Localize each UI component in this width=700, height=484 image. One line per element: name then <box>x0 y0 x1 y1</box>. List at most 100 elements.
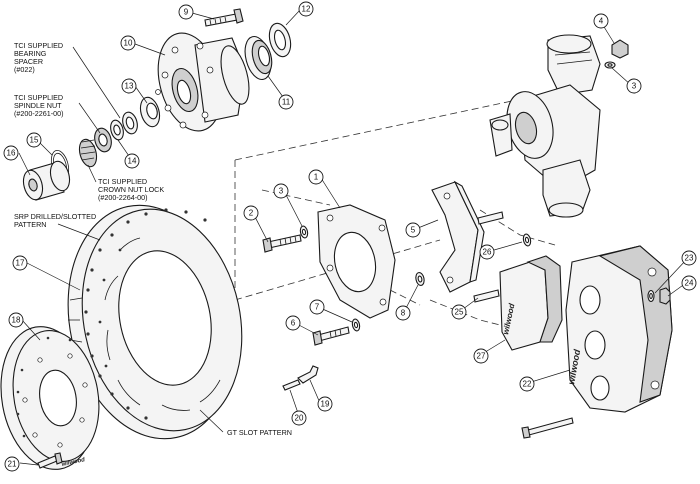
svg-text:(#200-2261-00): (#200-2261-00) <box>14 109 64 118</box>
spacer-and-nut-stack <box>78 111 138 168</box>
svg-text:5: 5 <box>411 226 416 235</box>
brake-pads: wilwood <box>499 255 563 351</box>
svg-text:GT SLOT PATTERN: GT SLOT PATTERN <box>227 428 292 437</box>
spindle-knuckle <box>489 34 601 218</box>
ball-joint-nut <box>611 39 629 59</box>
brake-caliper: wilwood <box>565 245 673 413</box>
caliper-spacer-washer <box>415 272 425 286</box>
svg-text:3: 3 <box>632 82 637 91</box>
svg-text:PATTERN: PATTERN <box>14 220 46 229</box>
svg-text:3: 3 <box>279 187 284 196</box>
svg-text:SPINDLE NUT: SPINDLE NUT <box>14 101 62 110</box>
bracket-washer-upper <box>299 225 309 239</box>
svg-text:25: 25 <box>455 308 464 317</box>
caliper-mounting-bracket <box>431 180 504 303</box>
svg-text:17: 17 <box>16 259 25 268</box>
hat-brand-mark: wilwood <box>61 457 86 468</box>
callout-27: 27 <box>473 348 489 364</box>
callout-26: 26 <box>479 244 495 260</box>
svg-text:21: 21 <box>8 460 17 469</box>
svg-text:8: 8 <box>401 309 406 318</box>
svg-text:4: 4 <box>599 17 604 26</box>
callout-3-knuckle: 3 <box>626 78 642 94</box>
svg-text:TCI SUPPLIED: TCI SUPPLIED <box>14 41 63 50</box>
caliper-washer <box>647 289 655 303</box>
callout-5: 5 <box>405 222 421 238</box>
svg-text:24: 24 <box>685 279 694 288</box>
svg-text:11: 11 <box>282 98 291 107</box>
stud-washer <box>522 233 532 247</box>
svg-text:6: 6 <box>291 319 296 328</box>
callout-7: 7 <box>309 299 325 315</box>
callout-19: 19 <box>317 396 333 412</box>
rotor-hat: wilwood <box>0 326 100 470</box>
svg-text:CROWN NUT LOCK: CROWN NUT LOCK <box>98 185 164 194</box>
caliper-nut <box>659 287 671 305</box>
svg-text:16: 16 <box>7 149 16 158</box>
note-gt-slot-pattern: GT SLOT PATTERN <box>227 428 292 437</box>
callout-4: 4 <box>593 13 609 29</box>
svg-text:9: 9 <box>184 8 189 17</box>
callout-13: 13 <box>121 78 137 94</box>
svg-text:TCI SUPPLIED: TCI SUPPLIED <box>14 93 63 102</box>
wheel-hub <box>155 32 250 132</box>
hat-bolt <box>37 452 63 469</box>
svg-text:13: 13 <box>125 82 134 91</box>
svg-text:BEARING: BEARING <box>14 49 47 58</box>
callout-3-bracket: 3 <box>273 183 289 199</box>
svg-text:27: 27 <box>477 352 486 361</box>
callout-6: 6 <box>285 315 301 331</box>
svg-text:26: 26 <box>483 248 492 257</box>
caliper-cross-bolt <box>521 417 574 439</box>
callout-15: 15 <box>26 132 42 148</box>
callout-23: 23 <box>681 250 697 266</box>
svg-text:10: 10 <box>124 39 133 48</box>
svg-text:23: 23 <box>685 254 694 263</box>
note-spindle-nut: TCI SUPPLIED SPINDLE NUT (#200-2261-00) <box>14 93 64 118</box>
callout-1: 1 <box>308 169 324 185</box>
wheel-stud-bolt <box>204 8 244 27</box>
bracket-bolt-upper <box>262 234 302 253</box>
dust-cap <box>22 160 71 201</box>
callout-14: 14 <box>124 153 140 169</box>
bleeder-screw <box>297 365 319 384</box>
callout-8: 8 <box>395 305 411 321</box>
svg-text:7: 7 <box>315 303 320 312</box>
rotor-drill-holes <box>84 208 207 420</box>
svg-text:SPACER: SPACER <box>14 57 43 66</box>
callout-20: 20 <box>291 410 307 426</box>
svg-text:22: 22 <box>523 380 532 389</box>
cotter-pin <box>282 379 301 391</box>
callout-11: 11 <box>278 94 294 110</box>
svg-text:18: 18 <box>12 316 21 325</box>
note-srp-pattern: SRP DRILLED/SLOTTED PATTERN <box>14 212 96 229</box>
inner-bearing <box>139 96 161 128</box>
brake-rotor <box>67 204 243 440</box>
svg-text:(#200-2264-00): (#200-2264-00) <box>98 193 148 202</box>
note-crown-nut-lock: TCI SUPPLIED CROWN NUT LOCK (#200-2264-0… <box>98 177 164 202</box>
callout-24: 24 <box>681 275 697 291</box>
svg-text:14: 14 <box>128 157 137 166</box>
grease-seal <box>268 22 292 58</box>
svg-text:(#022): (#022) <box>14 65 35 74</box>
callout-18: 18 <box>8 312 24 328</box>
svg-text:19: 19 <box>321 400 330 409</box>
assembly-center-lines <box>234 94 556 331</box>
ball-joint-washer <box>604 61 616 69</box>
svg-text:TCI SUPPLIED: TCI SUPPLIED <box>98 177 147 186</box>
callout-22: 22 <box>519 376 535 392</box>
bracket-washer-lower <box>351 318 361 332</box>
mounting-bracket-plate <box>317 204 396 319</box>
callout-10: 10 <box>120 35 136 51</box>
outer-bearing <box>244 35 273 81</box>
callout-17: 17 <box>12 255 28 271</box>
svg-text:SRP DRILLED/SLOTTED: SRP DRILLED/SLOTTED <box>14 212 96 221</box>
callout-21: 21 <box>4 456 20 472</box>
callout-12: 12 <box>298 1 314 17</box>
svg-text:2: 2 <box>249 209 254 218</box>
svg-text:20: 20 <box>295 414 304 423</box>
callout-9: 9 <box>178 4 194 20</box>
callout-25: 25 <box>451 304 467 320</box>
bracket-bolt-lower <box>312 326 350 346</box>
